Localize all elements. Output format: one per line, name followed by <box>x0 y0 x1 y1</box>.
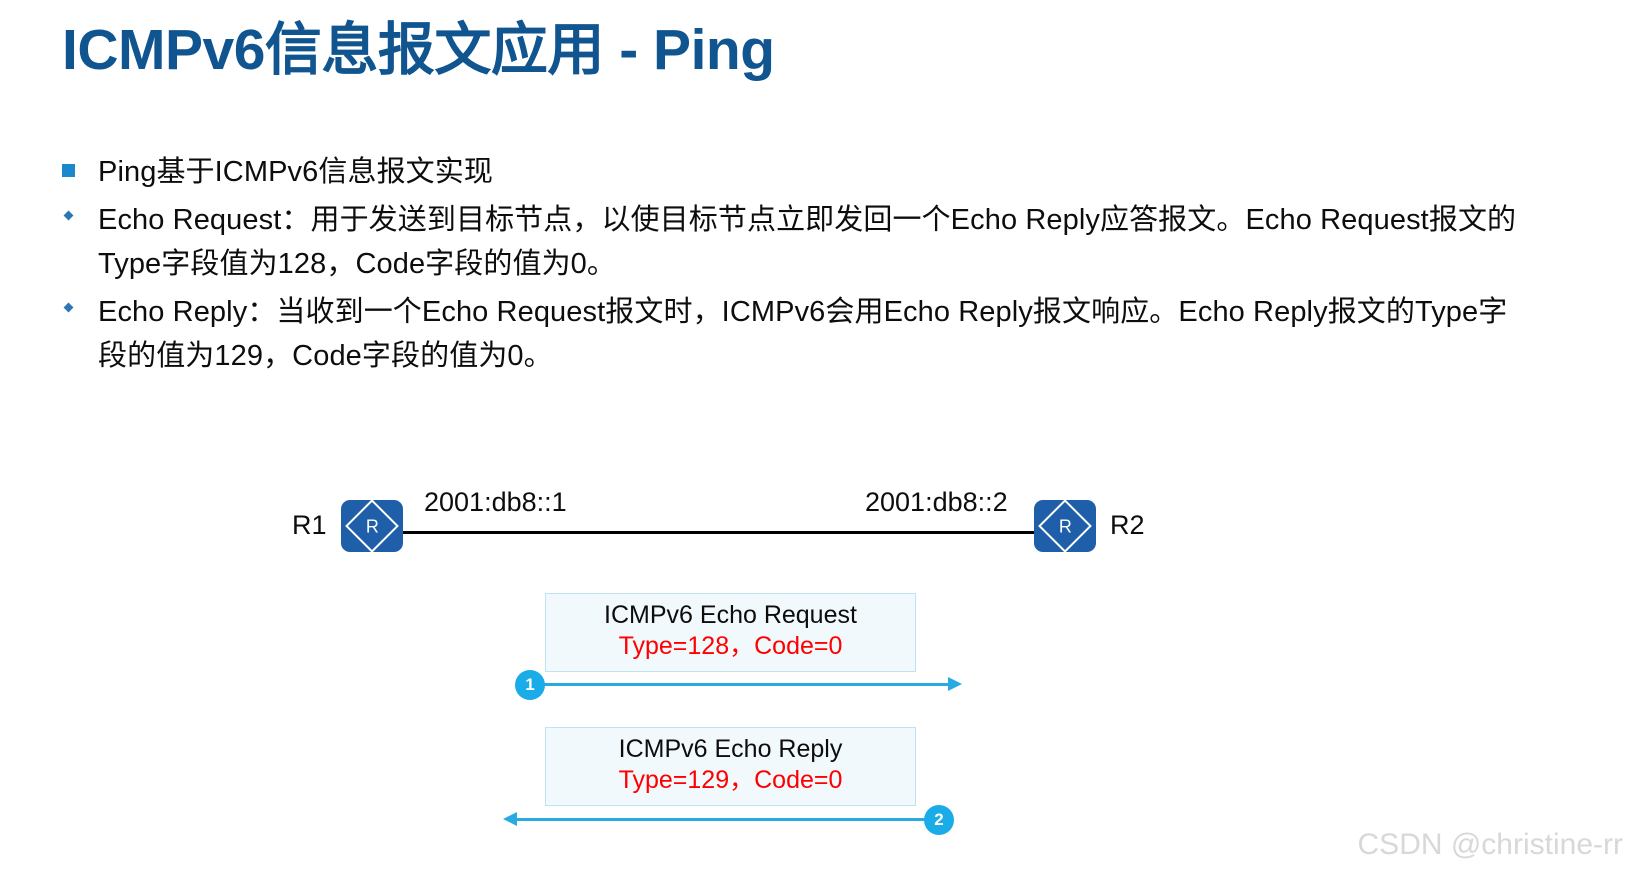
message-box-echo-request: ICMPv6 Echo Request Type=128，Code=0 <box>545 593 916 672</box>
router-glyph: R <box>365 516 379 536</box>
interface-ip-left: 2001:db8::1 <box>424 487 567 517</box>
router-icon-r1: R <box>341 499 403 553</box>
interface-ip-right: 2001:db8::2 <box>865 487 1008 517</box>
bullet-text: Echo Request：用于发送到目标节点，以使目标节点立即发回一个Echo … <box>98 204 1517 281</box>
link-line <box>403 531 1035 534</box>
list-item: Ping基于ICMPv6信息报文实现 <box>58 150 1518 194</box>
router-icon-r2: R <box>1034 499 1096 553</box>
router-label-r1: R1 <box>292 510 327 540</box>
step-badge-1: 1 <box>515 670 545 700</box>
arrow-head-left-icon <box>503 812 517 826</box>
router-label-r2: R2 <box>1110 510 1145 540</box>
bullet-marker-cell <box>58 290 98 313</box>
list-item: Echo Reply：当收到一个Echo Request报文时，ICMPv6会用… <box>58 290 1518 378</box>
message-code: Type=129，Code=0 <box>618 766 843 795</box>
router-diamond-icon: R <box>345 499 399 553</box>
bullet-marker-cell <box>58 150 98 177</box>
bullet-marker-cell <box>58 198 98 221</box>
arrow-head-right-icon <box>948 677 962 691</box>
diamond-bullet-icon <box>63 210 74 221</box>
router-glyph: R <box>1058 516 1072 536</box>
list-item: Echo Request：用于发送到目标节点，以使目标节点立即发回一个Echo … <box>58 198 1518 286</box>
step-badge-2: 2 <box>924 805 954 835</box>
arrow-line-request <box>540 683 950 686</box>
bullet-text: Echo Reply：当收到一个Echo Request报文时，ICMPv6会用… <box>98 296 1508 373</box>
message-title: ICMPv6 Echo Request <box>604 601 857 629</box>
message-box-echo-reply: ICMPv6 Echo Reply Type=129，Code=0 <box>545 727 916 806</box>
bullet-list: Ping基于ICMPv6信息报文实现 Echo Request：用于发送到目标节… <box>58 150 1518 382</box>
arrow-line-reply <box>515 818 928 821</box>
router-diamond-icon: R <box>1038 499 1092 553</box>
message-title: ICMPv6 Echo Reply <box>618 735 843 763</box>
network-diagram: R1 R 2001:db8::1 2001:db8::2 R R2 ICMPv6… <box>0 455 1637 880</box>
diamond-bullet-icon <box>63 302 74 313</box>
message-code: Type=128，Code=0 <box>618 632 843 661</box>
square-bullet-icon <box>62 164 75 177</box>
bullet-text: Ping基于ICMPv6信息报文实现 <box>98 156 493 188</box>
page-title: ICMPv6信息报文应用 - Ping <box>62 18 775 82</box>
